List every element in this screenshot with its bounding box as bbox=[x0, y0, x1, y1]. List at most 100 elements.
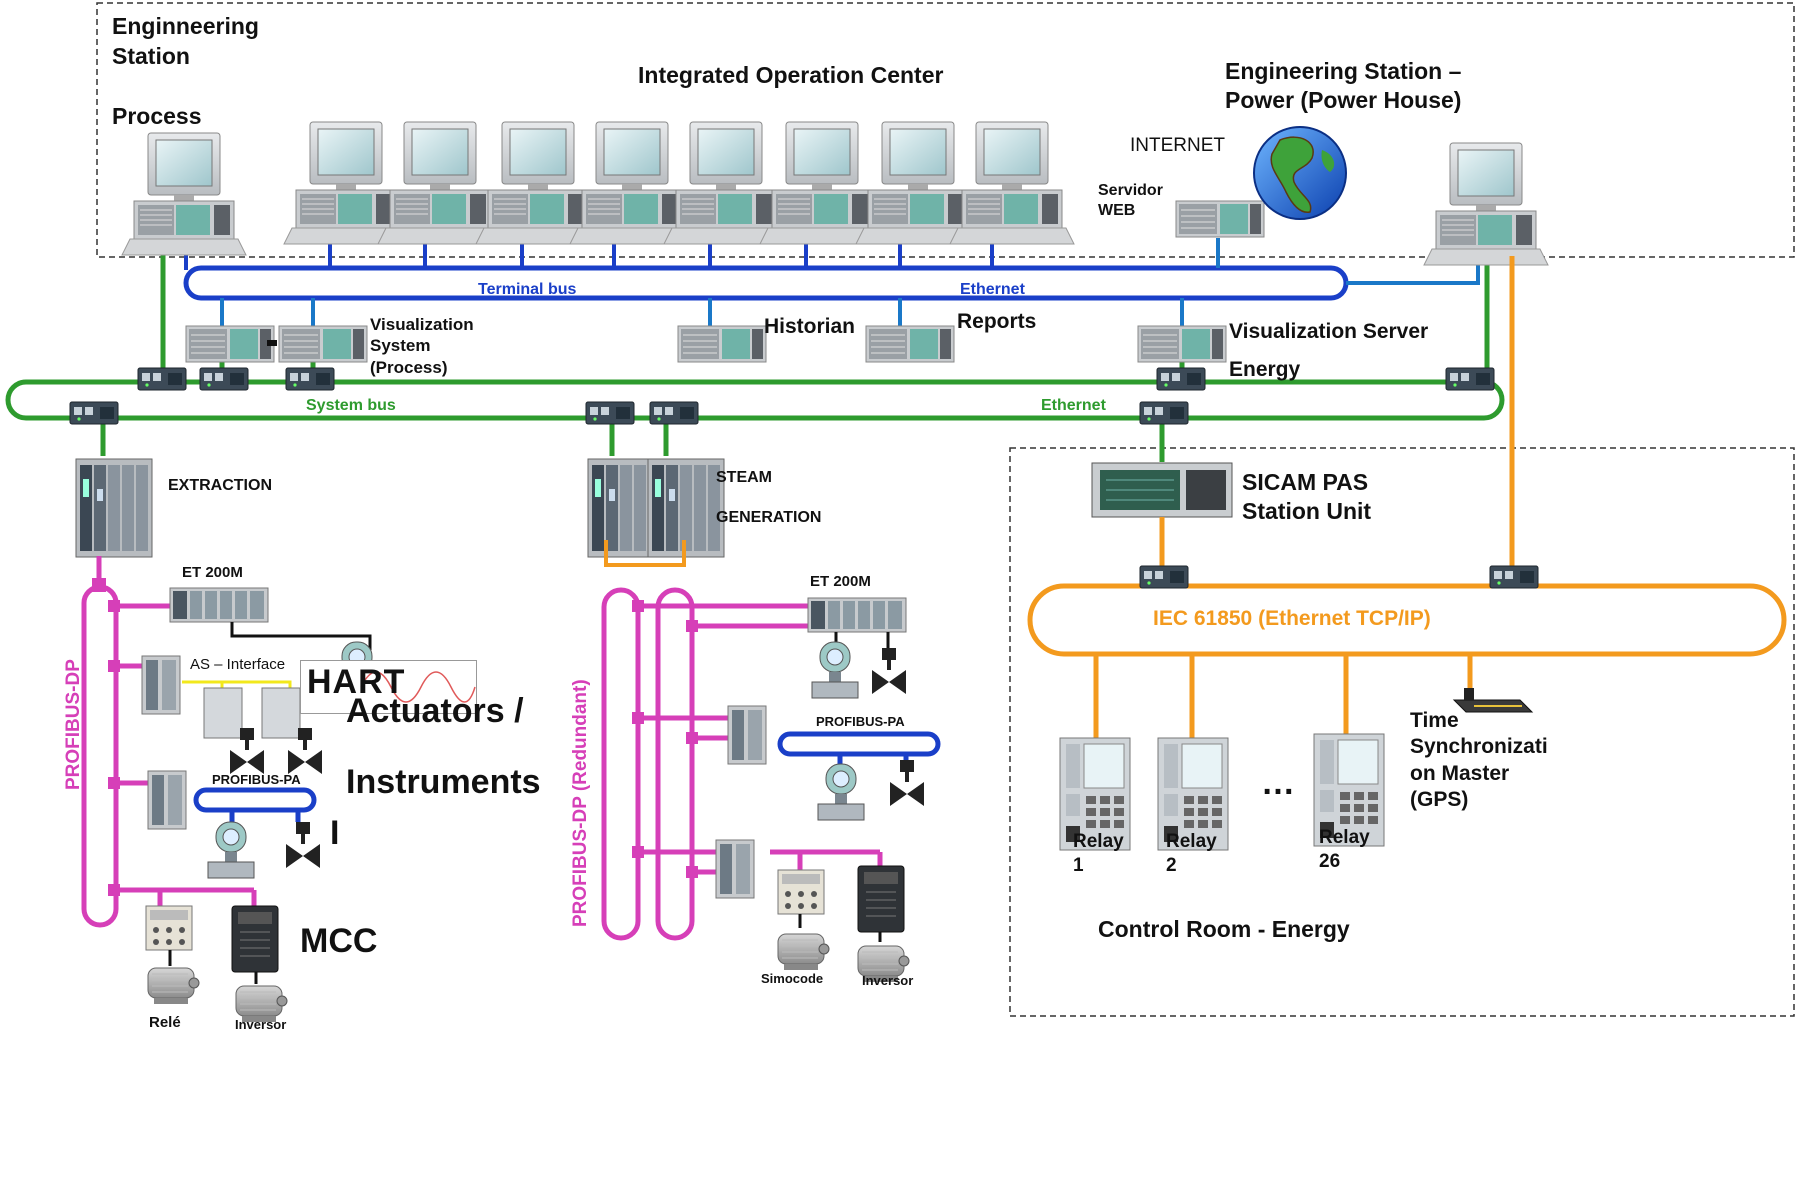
desktop-pc-icon bbox=[377, 121, 503, 245]
iec61850-links bbox=[1027, 256, 1787, 738]
time-sync-label: Time Synchronizati on Master (GPS) bbox=[1410, 709, 1548, 811]
eng-station-power-label: Engineering Station – Power (Power House… bbox=[1225, 58, 1462, 113]
relay-1-label: Relay 1 bbox=[1073, 831, 1124, 876]
switch-icon bbox=[199, 367, 249, 391]
desktop-pc-icon bbox=[1423, 142, 1549, 266]
et200m-icon bbox=[169, 587, 269, 623]
system-ethernet-label: Ethernet bbox=[1041, 397, 1106, 414]
control-valve-icon bbox=[890, 760, 924, 806]
valve-icon bbox=[872, 648, 906, 694]
hart-cable bbox=[230, 622, 372, 650]
simocode-icon bbox=[777, 869, 825, 915]
hart-logo: HART bbox=[300, 660, 477, 714]
server-icon bbox=[1175, 200, 1265, 238]
flowmeter-icon bbox=[817, 763, 865, 821]
server-terminal-links bbox=[220, 298, 1184, 326]
desktop-pc-icon bbox=[283, 121, 409, 245]
sicam-pas-label: SICAM PAS Station Unit bbox=[1242, 469, 1372, 524]
as-interface-label: AS – Interface bbox=[190, 656, 286, 673]
inverter-icon bbox=[231, 905, 279, 973]
desktop-pc-icon bbox=[759, 121, 885, 245]
terminal-ethernet-label: Ethernet bbox=[960, 281, 1025, 298]
et200m-left-label: ET 200M bbox=[182, 564, 243, 581]
globe-icon bbox=[1253, 126, 1347, 220]
gps-clock-icon bbox=[1452, 688, 1534, 713]
switch-icon bbox=[1445, 367, 1495, 391]
inversor-right-label: Inversor bbox=[862, 973, 914, 988]
inversor-left-label: Inversor bbox=[235, 1017, 287, 1032]
server-icon bbox=[278, 325, 368, 363]
pa-coupler-icon bbox=[147, 770, 187, 830]
server-icon bbox=[677, 325, 767, 363]
simocode-label: Simocode bbox=[761, 971, 824, 986]
hart-text: HART bbox=[307, 663, 406, 701]
profibus-pa-left-label: PROFIBUS-PA bbox=[212, 772, 301, 787]
et200m-icon bbox=[807, 597, 907, 633]
actuators-instruments-label: Actuators / Instruments bbox=[346, 692, 541, 802]
as-interface-modules bbox=[203, 687, 301, 739]
relay-ellipsis: … bbox=[1261, 764, 1295, 802]
switch-icon bbox=[649, 401, 699, 425]
as-interface-module-icon bbox=[141, 655, 181, 715]
desktop-pc-icon bbox=[569, 121, 695, 245]
flowmeter-icon bbox=[207, 821, 255, 879]
mcc-coupler-icon bbox=[715, 839, 755, 899]
extraction-label: EXTRACTION bbox=[168, 477, 272, 494]
profibus-pa-right-label: PROFIBUS-PA bbox=[816, 714, 905, 729]
server-icon bbox=[185, 325, 275, 363]
sicam-station-unit-icon bbox=[1091, 462, 1233, 518]
motor-icon bbox=[147, 967, 200, 1005]
as-interface-cable bbox=[182, 680, 292, 688]
server-icon bbox=[1137, 325, 1227, 363]
iec61850-label: IEC 61850 (Ethernet TCP/IP) bbox=[1153, 607, 1431, 630]
system-bus-label: System bus bbox=[306, 397, 396, 414]
eng-station-process-label: Enginneering Station Process bbox=[112, 13, 259, 129]
desktop-pc-icon bbox=[855, 121, 981, 245]
desktop-pc-icon bbox=[121, 132, 247, 256]
plc-rack-icon bbox=[75, 458, 153, 558]
historian-label: Historian bbox=[764, 315, 856, 338]
switch-icon bbox=[1156, 367, 1206, 391]
desktop-pc-icon bbox=[475, 121, 601, 245]
server-icon bbox=[865, 325, 955, 363]
et200m-right-label: ET 200M bbox=[810, 573, 871, 590]
inverter-icon bbox=[857, 865, 905, 933]
control-valve-icon bbox=[286, 822, 320, 868]
visualization-server-label: Visualization Server bbox=[1229, 320, 1429, 343]
servidor-web-label: Servidor WEB bbox=[1098, 182, 1163, 219]
profibus-pa-right bbox=[777, 731, 941, 766]
i-mark-label: I bbox=[330, 814, 340, 852]
mcc-label: MCC bbox=[300, 922, 378, 960]
switch-icon bbox=[1139, 565, 1189, 589]
profibus-dp-redundant bbox=[601, 587, 883, 941]
energy-control-room-frame bbox=[1009, 447, 1795, 1017]
switch-icon bbox=[137, 367, 187, 391]
control-room-energy-label: Control Room - Energy bbox=[1098, 916, 1350, 942]
terminal-bus-label: Terminal bus bbox=[478, 281, 577, 298]
switch-icon bbox=[69, 401, 119, 425]
profibus-dp-redundant-label: PROFIBUS-DP (Redundant) bbox=[570, 679, 591, 927]
visualization-system-label: Visualization System (Process) bbox=[370, 315, 474, 377]
desktop-pc-icon bbox=[663, 121, 789, 245]
profibus-dp-redundant-connectors bbox=[632, 600, 698, 878]
pa-coupler-icon bbox=[727, 705, 767, 765]
dash-mark bbox=[267, 340, 277, 346]
internet-label: INTERNET bbox=[1130, 135, 1225, 156]
profibus-dp-label: PROFIBUS-DP bbox=[63, 659, 84, 790]
transmitter-icon bbox=[811, 641, 859, 699]
operation-center-frame bbox=[96, 2, 1795, 258]
integrated-operation-center-label: Integrated Operation Center bbox=[638, 62, 944, 88]
rele-label: Relé bbox=[149, 1014, 181, 1031]
switch-icon bbox=[1489, 565, 1539, 589]
switch-icon bbox=[1139, 401, 1189, 425]
profibus-dp-left-connectors bbox=[92, 578, 120, 896]
motor-icon bbox=[777, 933, 830, 971]
reports-label: Reports bbox=[957, 310, 1037, 333]
desktop-pc-icon bbox=[949, 121, 1075, 245]
relay-module-icon bbox=[145, 905, 193, 951]
relay-26-label: Relay 26 bbox=[1319, 827, 1370, 872]
energy-label: Energy bbox=[1229, 358, 1301, 381]
switch-icon bbox=[285, 367, 335, 391]
